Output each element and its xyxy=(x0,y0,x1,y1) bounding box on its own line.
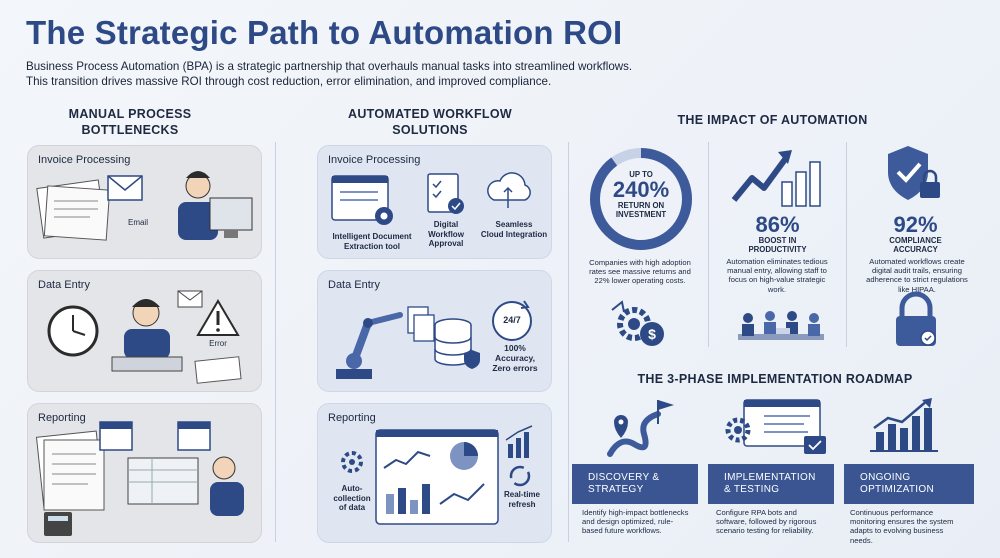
card-label: Data Entry xyxy=(328,279,380,291)
manual-heading: MANUAL PROCESS BOTTLENECKS xyxy=(40,106,220,138)
data-entry-automation-illustration xyxy=(336,300,532,379)
metric-compliance-value: 92% xyxy=(893,212,938,237)
calculator-icon xyxy=(44,512,72,536)
card-label: Data Entry xyxy=(38,279,90,291)
shield-lock-icon xyxy=(888,146,940,200)
roadmap-heading: THE 3-PHASE IMPLEMENTATION ROADMAP xyxy=(637,372,913,386)
metric-roi-label-2: INVESTMENT xyxy=(615,210,667,219)
metric-productivity-value: 86% xyxy=(755,212,800,237)
bar-chart-up-icon xyxy=(505,425,533,458)
metric-roi-description: Companies with high adoption rates see m… xyxy=(589,258,691,286)
calendar-icon xyxy=(99,421,211,451)
card-label: Invoice Processing xyxy=(328,154,421,166)
data-entry-illustration xyxy=(47,290,242,384)
document-extraction-icon xyxy=(331,175,393,225)
intro-text: Business Process Automation (BPA) is a s… xyxy=(26,60,706,89)
intro-line-1: Business Process Automation (BPA) is a s… xyxy=(26,60,633,73)
metric-productivity-label-2: PRODUCTIVITY xyxy=(748,245,807,254)
metric-productivity: 86% BOOST IN PRODUCTIVITY xyxy=(720,212,835,255)
automated-heading-line-1: AUTOMATED WORKFLOW xyxy=(348,107,512,121)
manual-card-reporting: Reporting xyxy=(27,403,262,543)
reporting-illustration xyxy=(35,421,244,536)
card-label: Reporting xyxy=(38,412,86,424)
envelope-icon xyxy=(107,175,143,201)
metric-roi-label-1: RETURN ON xyxy=(617,201,665,210)
envelope-icon xyxy=(177,290,203,308)
document-flow-icon xyxy=(407,306,435,342)
manual-heading-line-1: MANUAL PROCESS xyxy=(68,107,192,121)
impact-divider-2 xyxy=(846,142,847,347)
team-meeting-icon xyxy=(738,311,824,340)
stressed-worker-icon xyxy=(111,299,183,372)
card-label: Reporting xyxy=(328,412,376,424)
email-note: Email xyxy=(127,218,148,227)
paper-stack-icon xyxy=(36,179,111,241)
phase-discovery-description: Identify high-impact bottlenecks and des… xyxy=(582,508,689,536)
map-route-icon xyxy=(607,400,674,457)
invoice-paper-pile-illustration xyxy=(36,171,253,241)
metric-roi-prefix: UP TO xyxy=(629,170,653,179)
worker-at-computer-icon xyxy=(178,171,253,240)
phase-implementation-description: Configure RPA bots and software, followe… xyxy=(716,508,817,536)
metric-compliance-description: Automated workflows create digital audit… xyxy=(866,257,968,294)
automated-heading-line-2: SOLUTIONS xyxy=(392,123,468,137)
roi-ring-chart xyxy=(590,148,692,250)
phase-optimization: ONGOING OPTIMIZATION xyxy=(844,464,974,504)
auto-card-data-entry: Data Entry 24/7 100%Accuracy,Zero errors xyxy=(317,270,552,392)
phase-implementation: IMPLEMENTATION & TESTING xyxy=(708,464,834,504)
metric-compliance-label-2: ACCURACY xyxy=(893,245,938,254)
refresh-icon xyxy=(509,465,531,487)
metric-productivity-label-1: BOOST IN xyxy=(758,236,797,245)
page-title: The Strategic Path to Automation ROI xyxy=(26,14,623,51)
phase-discovery: DISCOVERY & STRATEGY xyxy=(572,464,698,504)
svg-text:$: $ xyxy=(648,326,656,342)
phase-optimization-description: Continuous performance monitoring ensure… xyxy=(850,508,954,545)
growth-chart-icon xyxy=(731,150,821,207)
gear-dollar-icon: $ xyxy=(611,300,664,346)
manual-card-invoice: Invoice Processing Email xyxy=(27,145,262,259)
clock-icon xyxy=(47,305,99,357)
error-note: Error xyxy=(209,339,227,348)
impact-heading: THE IMPACT OF AUTOMATION xyxy=(677,113,868,127)
paper-stack-icon xyxy=(194,356,242,384)
reporting-automation-illustration xyxy=(341,425,533,525)
paper-stack-icon xyxy=(35,430,105,511)
metric-productivity-description: Automation eliminates tedious manual ent… xyxy=(726,257,828,294)
column-divider-2 xyxy=(568,142,569,542)
refresh-24-7-icon xyxy=(492,300,532,341)
database-icon xyxy=(434,318,480,369)
column-divider-1 xyxy=(275,142,276,542)
rising-bars-icon xyxy=(870,398,938,452)
metric-roi-value: 240% xyxy=(612,177,670,202)
manual-heading-line-2: BOTTLENECKS xyxy=(81,123,179,137)
impact-divider-1 xyxy=(708,142,709,347)
metric-compliance-label-1: COMPLIANCE xyxy=(889,236,942,245)
invoice-automation-illustration xyxy=(331,172,531,225)
intro-line-2: This transition drives massive ROI throu… xyxy=(26,74,552,88)
spreadsheet-worker-icon xyxy=(127,456,244,516)
dashboard-icon xyxy=(375,429,499,525)
warning-icon xyxy=(196,299,240,336)
metric-roi: UP TO 240% RETURN ON INVESTMENT xyxy=(596,170,686,219)
manual-card-data-entry: Data Entry Error xyxy=(27,270,262,392)
badge-24-7: 24/7 xyxy=(503,315,521,325)
card-label: Invoice Processing xyxy=(38,154,131,166)
robot-arm-icon xyxy=(336,312,403,379)
gear-sync-icon xyxy=(341,451,363,473)
automated-heading: AUTOMATED WORKFLOW SOLUTIONS xyxy=(330,106,530,138)
cloud-sync-icon xyxy=(487,172,531,208)
checklist-icon xyxy=(427,173,464,214)
padlock-icon xyxy=(896,291,936,346)
code-window-icon xyxy=(725,399,826,454)
metric-compliance: 92% COMPLIANCE ACCURACY xyxy=(858,212,973,255)
item-accuracy: 100%Accuracy,Zero errors xyxy=(492,343,538,373)
